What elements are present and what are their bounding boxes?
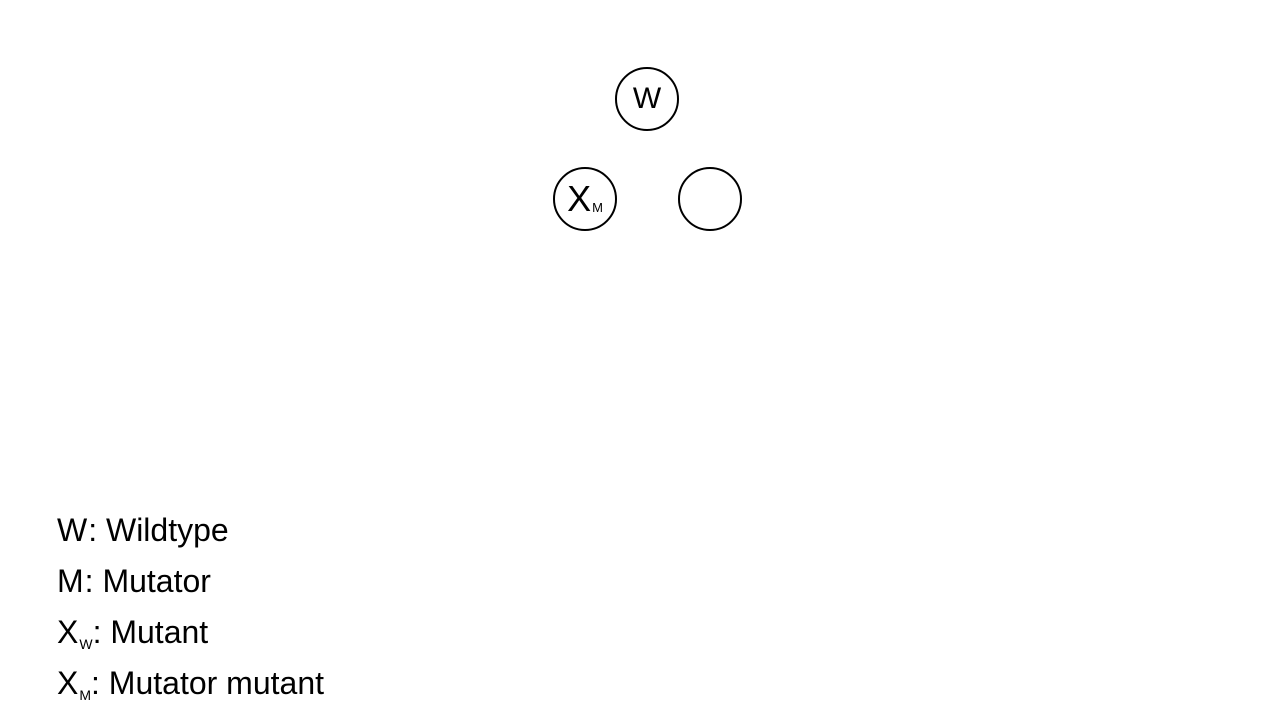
legend-item-mutator: M: Mutator <box>57 559 324 610</box>
legend-description: : Mutator mutant <box>91 665 324 701</box>
wildtype-node: W <box>615 67 679 131</box>
legend-description: : Mutator <box>84 563 211 599</box>
legend-description: : Mutant <box>92 614 209 650</box>
legend-subscript: M <box>79 687 92 703</box>
wildtype-node-label: W <box>632 82 662 115</box>
mutator-mutant-node-label: X <box>567 178 592 219</box>
legend-description: : Wildtype <box>88 512 229 548</box>
legend: W: Wildtype M: Mutator XW: Mutant XM: Mu… <box>57 508 324 712</box>
legend-item-mutator-mutant: XM: Mutator mutant <box>57 661 324 712</box>
legend-symbol: W <box>57 512 88 548</box>
legend-item-wildtype: W: Wildtype <box>57 508 324 559</box>
legend-symbol: X <box>57 614 79 650</box>
legend-item-mutant: XW: Mutant <box>57 610 324 661</box>
legend-symbol: X <box>57 665 79 701</box>
mutator-mutant-node-subscript: M <box>592 199 603 215</box>
empty-node <box>678 167 742 231</box>
legend-subscript: W <box>79 636 93 652</box>
legend-symbol: M <box>57 563 84 599</box>
